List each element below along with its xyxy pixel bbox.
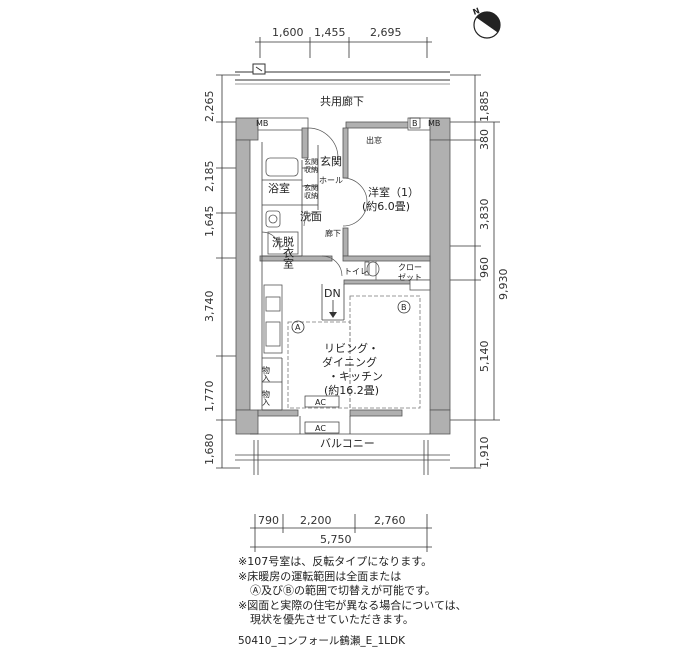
compass-label: N xyxy=(472,6,481,17)
right-dim: 1,910 xyxy=(478,437,491,469)
bottom-dim: 790 xyxy=(258,514,279,527)
compass: N xyxy=(472,6,501,39)
corridor-edge xyxy=(235,63,450,85)
marker-a xyxy=(291,320,305,334)
plan-code: 50410_コンフォール鶴瀬_E_1LDK xyxy=(238,635,405,647)
entrance-label: 玄関 xyxy=(320,154,342,168)
bay-window-label: 出窓 xyxy=(366,135,382,145)
marker-b xyxy=(397,300,411,314)
washroom-label: 脱衣室 xyxy=(282,235,295,269)
right-total-dim: 9,930 xyxy=(497,269,510,301)
ac-box xyxy=(304,395,340,408)
marker-a-label: A xyxy=(295,323,301,332)
entrance-storage-label: 収納 xyxy=(304,165,318,174)
fixtures xyxy=(263,157,431,354)
right-dim: 3,830 xyxy=(478,199,491,231)
floor-heating-range xyxy=(287,295,421,409)
right-dim: 960 xyxy=(478,257,491,278)
right-dimension-line xyxy=(450,74,500,469)
stairs-down-arrowhead xyxy=(329,312,337,318)
closet-label: クロー xyxy=(398,263,422,272)
ac-box xyxy=(304,421,340,434)
ac-label: AC xyxy=(315,424,326,433)
balcony-label: バルコニー xyxy=(320,437,375,450)
bath-label: 浴室 xyxy=(268,181,290,195)
bottom-dim: 2,760 xyxy=(374,514,406,527)
hallway-label: 廊下 xyxy=(325,228,341,238)
right-dim: 5,140 xyxy=(478,341,491,373)
ldk-label: リビング・ xyxy=(324,341,379,355)
ldk-area: (約16.2畳) xyxy=(324,383,379,397)
top-dimension-line xyxy=(255,37,432,58)
top-dim: 1,600 xyxy=(272,26,304,39)
entrance-storage-label: 玄関 xyxy=(304,183,318,192)
b-box xyxy=(409,117,421,129)
walls xyxy=(235,117,451,435)
right-dim: 1,885 xyxy=(478,91,491,123)
left-dim: 3,740 xyxy=(203,291,216,323)
note-line: Ⓐ及びⒷの範囲で切替えが可能です。 xyxy=(250,584,436,597)
left-dim: 2,265 xyxy=(203,91,216,123)
note-line: ※図面と実際の住宅が異なる場合については、 xyxy=(238,598,467,612)
hall-label: ホール xyxy=(319,176,343,185)
mb-label: MB xyxy=(256,119,268,128)
top-dim: 1,455 xyxy=(314,26,346,39)
left-dim: 1,645 xyxy=(203,206,216,238)
stairs-down-label: DN xyxy=(324,287,341,300)
left-dim: 1,680 xyxy=(203,434,216,466)
closet-label: ゼット xyxy=(398,272,422,282)
door-swings xyxy=(261,127,377,280)
washroom-label: 洗面 xyxy=(300,210,322,223)
note-line: 現状を優先させていただきます。 xyxy=(250,613,414,626)
left-dim: 1,770 xyxy=(203,381,216,413)
bedroom-area: (約6.0畳) xyxy=(362,199,410,213)
note-line: ※床暖房の運転範囲は全面または xyxy=(238,569,402,583)
left-dim: 2,185 xyxy=(203,161,216,193)
bedroom-label: 洋室（1） xyxy=(368,185,419,199)
wall-lines xyxy=(261,142,345,411)
entrance-storage-label: 収納 xyxy=(304,191,318,200)
toilet-label: トイレ xyxy=(344,267,368,276)
bottom-dimension-line xyxy=(250,514,432,552)
note-line: ※107号室は、反転タイプになります。 xyxy=(238,555,433,568)
corridor-label: 共用廊下 xyxy=(320,94,364,108)
right-dim: 380 xyxy=(478,129,491,150)
entrance-storage-label: 玄関 xyxy=(304,157,318,166)
ldk-label: ダイニング xyxy=(322,355,377,369)
marker-b-label: B xyxy=(401,303,407,312)
bottom-dim: 2,200 xyxy=(300,514,332,527)
b-label: B xyxy=(412,119,418,128)
storage-label: 物入 xyxy=(262,389,271,406)
bottom-total-dim: 5,750 xyxy=(320,533,352,546)
balcony-structure xyxy=(235,416,450,475)
top-dim: 2,695 xyxy=(370,26,402,39)
ldk-label: ・キッチン xyxy=(328,370,383,383)
notes: ※107号室は、反転タイプになります。 ※床暖房の運転範囲は全面または Ⓐ及びⒷ… xyxy=(238,555,467,628)
storage-label: 物入 xyxy=(262,365,271,382)
ac-label: AC xyxy=(315,398,326,407)
mb-label: MB xyxy=(428,119,440,128)
washer-label: 洗 xyxy=(272,236,283,249)
